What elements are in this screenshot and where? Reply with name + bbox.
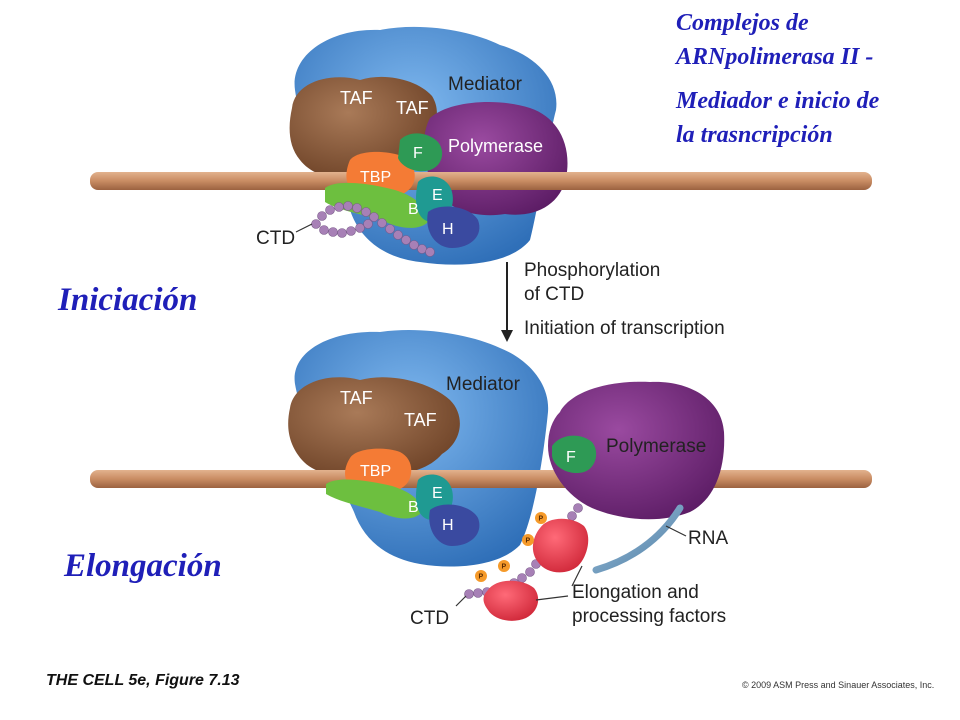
bottom-tbp-label: TBP bbox=[360, 463, 391, 480]
transition: Phosphorylation of CTD Initiation of tra… bbox=[501, 260, 725, 342]
top-tbp-label: TBP bbox=[360, 169, 391, 186]
bottom-elong-label-line2: processing factors bbox=[572, 606, 726, 627]
stage-label-elongation: Elongación bbox=[64, 548, 222, 584]
top-taf1-label: TAF bbox=[340, 88, 373, 108]
bottom-b-label: B bbox=[408, 499, 419, 516]
title-line-1: Complejos de bbox=[676, 10, 809, 36]
bottom-ctd-label: CTD bbox=[410, 608, 449, 629]
top-b-label: B bbox=[408, 201, 419, 218]
transition-line3: Initiation of transcription bbox=[524, 318, 725, 339]
top-tfiib-shape bbox=[325, 182, 429, 228]
bottom-taf2-label: TAF bbox=[404, 410, 437, 430]
top-ctd-chain bbox=[311, 201, 435, 257]
stage-label-initiation: Iniciación bbox=[58, 282, 198, 318]
top-polymerase-label: Polymerase bbox=[448, 136, 543, 156]
svg-text:P: P bbox=[526, 538, 531, 545]
bottom-rna-label: RNA bbox=[688, 528, 728, 549]
bottom-tfiif-shape bbox=[552, 435, 597, 474]
bottom-tfiih-shape bbox=[429, 504, 480, 546]
top-ctd-leader bbox=[295, 223, 313, 233]
bottom-rna-strand bbox=[592, 504, 684, 574]
top-ctd-label: CTD bbox=[256, 228, 295, 249]
top-tfiif-shape bbox=[398, 133, 443, 172]
bottom-elong-label-line1: Elongation and bbox=[572, 582, 699, 603]
bottom-elongation-factor-2 bbox=[483, 580, 539, 621]
svg-text:P: P bbox=[502, 564, 507, 571]
bottom-phosphate-groups: P P P P bbox=[475, 512, 547, 582]
bottom-polymerase-shape bbox=[548, 381, 725, 520]
top-e-label: E bbox=[432, 187, 443, 204]
bottom-taf1-label: TAF bbox=[340, 388, 373, 408]
bottom-polymerase-label: Polymerase bbox=[606, 436, 706, 457]
top-mediator-label: Mediator bbox=[448, 74, 523, 95]
bottom-tfiib-shape bbox=[326, 479, 422, 519]
bottom-elongation-factor-1 bbox=[532, 518, 589, 573]
figure-credit: THE CELL 5e, Figure 7.13 bbox=[46, 672, 240, 689]
bottom-dna-strand bbox=[90, 470, 872, 488]
bottom-taf-shape bbox=[288, 377, 460, 479]
transition-line2: of CTD bbox=[524, 284, 584, 305]
copyright-notice: © 2009 ASM Press and Sinauer Associates,… bbox=[742, 680, 935, 690]
bottom-e-label: E bbox=[432, 485, 443, 502]
title-line-4: la trasncripción bbox=[676, 122, 833, 148]
bottom-elong-leader-1 bbox=[571, 565, 583, 587]
bottom-elong-leader-2 bbox=[535, 595, 569, 601]
bottom-f-label: F bbox=[566, 449, 576, 466]
top-h-label: H bbox=[442, 221, 454, 238]
bottom-h-label: H bbox=[442, 517, 454, 534]
svg-text:P: P bbox=[479, 574, 484, 581]
top-tfiih-shape bbox=[427, 206, 480, 248]
bottom-ctd-leader bbox=[455, 595, 467, 607]
transition-line1: Phosphorylation bbox=[524, 260, 660, 281]
title-line-2: ARNpolimerasa II - bbox=[676, 44, 874, 70]
bottom-rna-leader bbox=[665, 525, 687, 537]
bottom-mediator-label: Mediator bbox=[446, 374, 521, 395]
title-line-3: Mediador e inicio de bbox=[676, 88, 880, 114]
down-arrow-head bbox=[501, 330, 513, 342]
top-taf2-label: TAF bbox=[396, 98, 429, 118]
slide-title: Complejos de ARNpolimerasa II - Mediador… bbox=[676, 6, 958, 152]
top-complex: Mediator TAF TAF TBP F Polymerase E B H … bbox=[90, 26, 872, 265]
top-dna-strand bbox=[90, 172, 872, 190]
bottom-complex: P P P P Mediator TAF TAF TBP F Polymeras… bbox=[90, 329, 872, 629]
top-f-label: F bbox=[413, 145, 423, 162]
svg-text:P: P bbox=[539, 516, 544, 523]
